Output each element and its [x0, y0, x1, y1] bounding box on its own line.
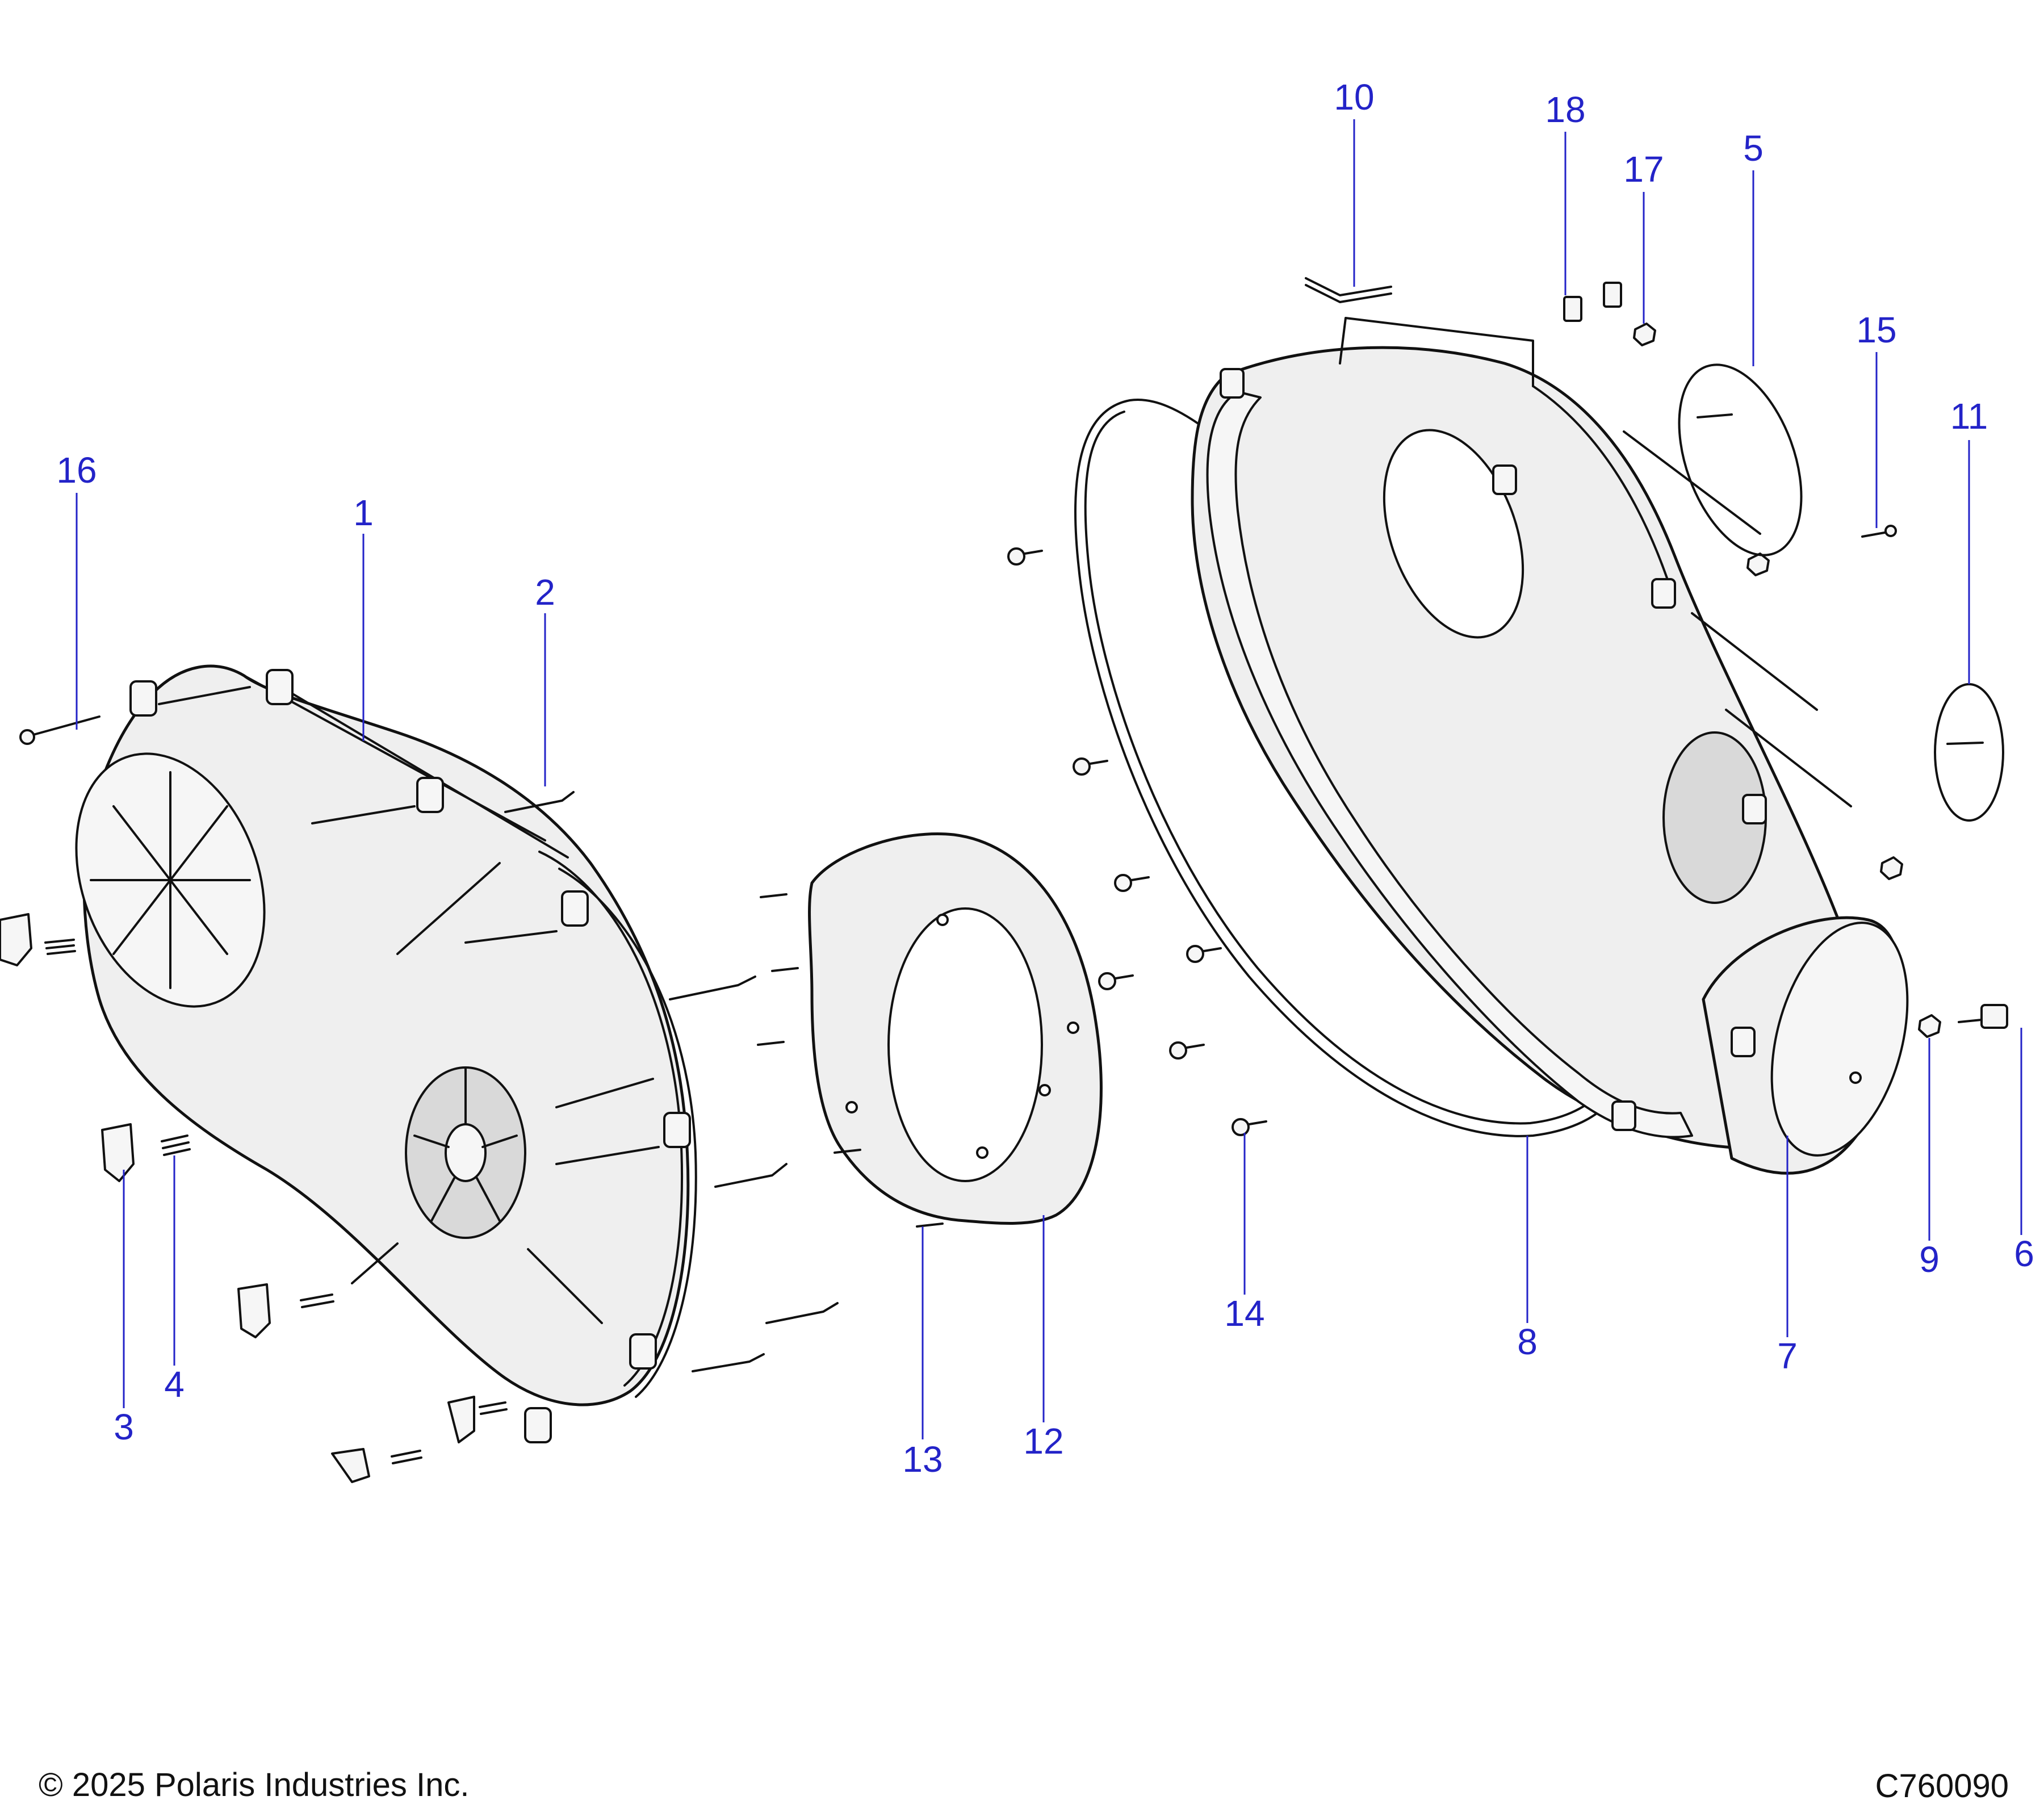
latch-clips	[0, 913, 508, 1483]
o-ring-upper	[1678, 363, 1803, 556]
callout-9: 9	[1919, 1239, 1940, 1280]
vent-hose	[1305, 277, 1392, 303]
dowel-pins	[504, 791, 839, 1372]
callout-6: 6	[2014, 1233, 2034, 1274]
callout-5: 5	[1743, 128, 1764, 169]
callout-17: 17	[1623, 149, 1664, 190]
callout-11: 11	[1950, 396, 1988, 437]
callout-16: 16	[56, 450, 97, 491]
cover-bolt	[19, 715, 100, 745]
callout-1: 1	[353, 492, 374, 533]
outer-clutch-cover	[75, 664, 697, 1443]
callout-13: 13	[902, 1439, 943, 1480]
callout-2: 2	[535, 572, 555, 613]
flange-bolts	[1007, 547, 1267, 1136]
hex-nuts	[1633, 323, 1903, 880]
callouts: 1 2 3 4 5 6 7 8 9 10 11 12 13 14 15 16 1	[56, 77, 2034, 1480]
retainer-clips	[1563, 282, 1622, 322]
plate-screws	[757, 893, 944, 1228]
callout-10: 10	[1334, 77, 1374, 118]
inner-plate	[808, 832, 1103, 1225]
drawing-number: C760090	[1875, 1768, 2009, 1805]
inner-clutch-cover	[1191, 317, 1909, 1175]
copyright-notice: © 2025 Polaris Industries Inc.	[39, 1766, 470, 1803]
access-screw	[1861, 525, 1897, 538]
callout-18: 18	[1545, 89, 1585, 130]
drain-fitting	[1918, 1004, 2008, 1038]
callout-4: 4	[164, 1364, 185, 1405]
callout-14: 14	[1224, 1293, 1264, 1334]
callout-12: 12	[1023, 1421, 1063, 1462]
callout-8: 8	[1517, 1321, 1538, 1362]
callout-3: 3	[114, 1406, 134, 1447]
callout-7: 7	[1777, 1335, 1798, 1376]
callout-15: 15	[1856, 309, 1896, 350]
o-ring-lower	[1934, 683, 2004, 822]
